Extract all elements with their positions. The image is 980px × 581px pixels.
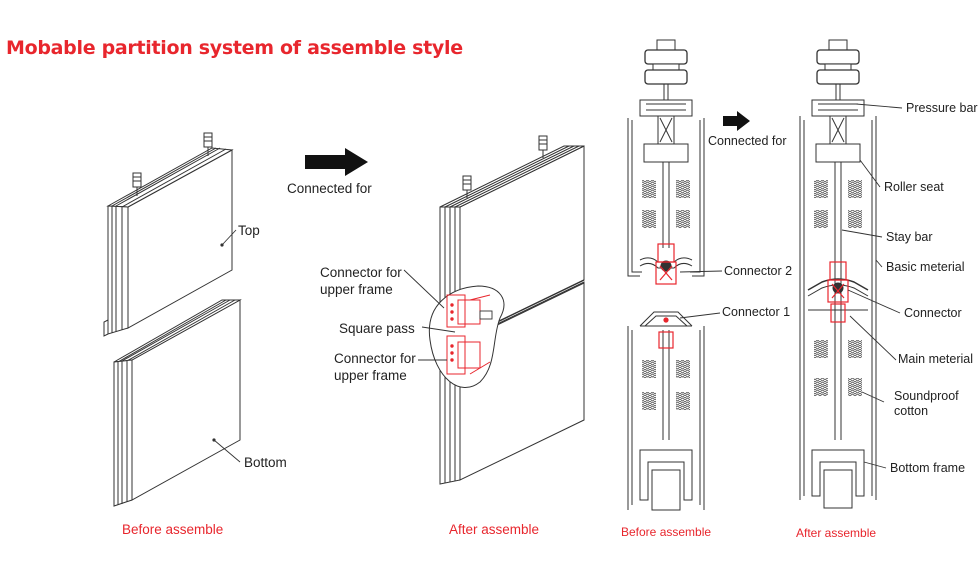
label-soundproof-cotton: Soundproof cotton	[894, 389, 959, 418]
connector-red-before	[655, 243, 677, 349]
section-after	[799, 39, 877, 509]
section-before	[627, 39, 705, 511]
label-connector-upper-frame-2: Connector for upper frame	[334, 351, 416, 383]
panel-bottom-before	[113, 299, 242, 507]
label-roller-seat: Roller seat	[884, 180, 944, 194]
label-bottom: Bottom	[244, 455, 287, 470]
page-title: Mobable partition system of assemble sty…	[6, 37, 463, 59]
label-connector: Connector	[904, 306, 962, 320]
label-square-pass: Square pass	[339, 321, 415, 336]
label-top: Top	[238, 223, 260, 238]
connector-detail	[446, 294, 491, 375]
connector-red-after	[827, 261, 849, 323]
caption-after-assemble-right: After assemble	[796, 526, 877, 540]
label-connector-upper-frame-1: Connector for upper frame	[320, 265, 402, 297]
stud-1	[132, 172, 142, 196]
arrow-left	[305, 148, 368, 176]
label-main-meterial: Main meterial	[898, 352, 974, 366]
panel-after-assemble	[428, 135, 585, 485]
label-basic-meterial: Basic meterial	[886, 260, 965, 274]
caption-before-assemble-right: Before assemble	[621, 525, 712, 539]
label-connector-2: Connector 2	[724, 264, 793, 278]
label-stay-bar: Stay bar	[886, 230, 933, 244]
label-connected-for-left: Connected for	[287, 181, 372, 196]
label-bottom-frame: Bottom frame	[890, 461, 966, 475]
label-connected-for-right: Connected for	[708, 134, 787, 148]
arrow-right	[723, 111, 750, 131]
label-connector-1: Connector 1	[722, 305, 791, 319]
stud-2	[203, 132, 213, 156]
caption-before-assemble-left: Before assemble	[122, 522, 224, 537]
panel-top-before	[103, 132, 234, 337]
label-pressure-bar: Pressure bar	[906, 101, 978, 115]
caption-after-assemble-left: After assemble	[449, 522, 540, 537]
